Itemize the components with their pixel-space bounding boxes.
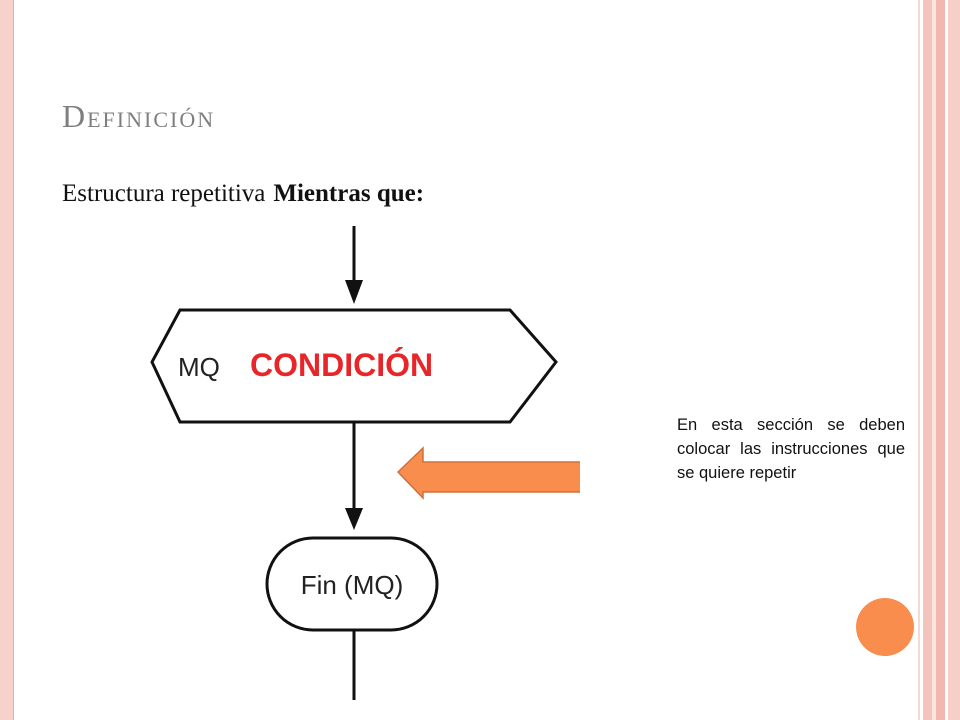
slide-subtitle: Estructura repetitiva Mientras que: (62, 180, 424, 208)
condition-label: CONDICIÓN (250, 347, 433, 383)
arrowhead-top (345, 280, 363, 304)
decision-label: MQ (178, 352, 220, 382)
right-border (918, 0, 960, 720)
subtitle-bold: Mientras que: (273, 180, 425, 207)
flowchart: MQ CONDICIÓN Fin (MQ) (150, 226, 580, 700)
terminator-label: Fin (MQ) (301, 570, 404, 600)
left-border (0, 0, 14, 720)
end-terminator (265, 536, 439, 632)
slide-title: Definición (62, 98, 216, 134)
arrowhead-middle (345, 508, 363, 530)
pointer-arrow (396, 446, 580, 500)
decision-hexagon (150, 308, 558, 424)
instruction-note: En esta sección se deben colocar las ins… (677, 416, 905, 482)
subtitle-plain: Estructura repetitiva (62, 180, 266, 207)
decorative-circle (856, 598, 914, 656)
